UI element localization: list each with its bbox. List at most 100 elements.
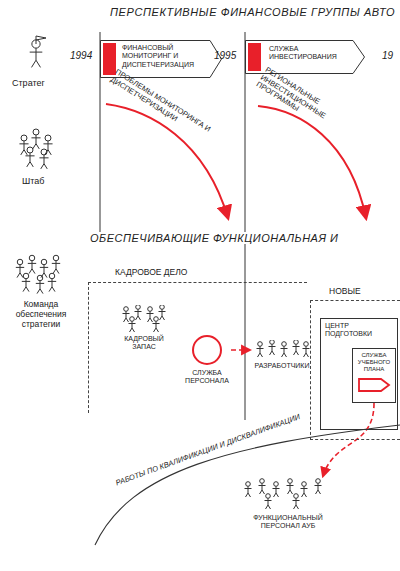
- person-body: [48, 279, 56, 292]
- people-icon: [238, 478, 338, 512]
- person-body: [147, 311, 154, 322]
- person-head: [23, 273, 29, 279]
- node-text: СЛУЖБА ИНВЕСТИРОВАНИЯ: [269, 45, 351, 62]
- person-body: [257, 346, 264, 357]
- person-head: [148, 307, 153, 312]
- section-heading: ОБЕСПЕЧИВАЮЩИЕ ФУНКЦИОНАЛЬНАЯ И: [88, 232, 340, 244]
- node-text: ФИНАНСОВЫЙ МОНИТОРИНГ И ДИСПЕТЧЕРИЗАЦИЯ: [122, 44, 208, 69]
- service-circle: СЛУЖБА ПЕРСОНАЛА: [183, 333, 231, 385]
- person-head: [45, 135, 51, 141]
- dashed-region: НОВЫЕЦЕНТР ПОДГОТОВКИСЛУЖБА УЧЕБНОГО ПЛА…: [310, 300, 400, 440]
- trend-label: ПРОБЛЕМЫ МОНИТОРИНГА И ДИСПЕТЧЕРИЗАЦИИ: [109, 68, 224, 149]
- role-label: Штаб: [22, 176, 44, 186]
- plan-arrow-outline: [359, 379, 389, 391]
- person-head: [246, 482, 251, 487]
- curve-label: РАБОТЫ ПО КВАЛИФИКАЦИИ И ДИСКВАЛИФИКАЦИИ: [113, 412, 302, 488]
- person-body: [25, 153, 34, 167]
- node-text: КАДРОВЫЙ ЗАПАС: [118, 335, 170, 351]
- person-head: [33, 129, 39, 135]
- dashed-region: КАДРОВОЕ ДЕЛОКАДРОВЫЙ ЗАПАССЛУЖБА ПЕРСОН…: [88, 282, 307, 413]
- trend-arrow: [106, 104, 228, 218]
- person-head: [27, 147, 33, 153]
- person-head: [53, 255, 59, 261]
- person-body: [22, 279, 30, 292]
- person-head: [29, 255, 35, 261]
- person-body: [293, 344, 300, 355]
- person-head: [282, 342, 287, 347]
- person-head: [17, 259, 23, 265]
- person-body: [39, 155, 48, 169]
- person-body: [287, 483, 294, 494]
- person-body: [30, 48, 43, 67]
- person-body: [303, 346, 310, 357]
- person-head: [124, 307, 129, 312]
- person-head: [316, 479, 321, 484]
- person-body: [315, 483, 322, 494]
- year-divider: [245, 32, 246, 420]
- person-head: [37, 275, 43, 281]
- node-text: НОВЫЕ: [329, 286, 400, 296]
- people-group: РАЗРАБОТЧИКИ: [252, 340, 312, 369]
- person-body: [293, 498, 300, 509]
- person-head: [294, 340, 299, 344]
- person-head: [136, 305, 141, 309]
- person-head: [304, 342, 309, 347]
- person-body: [123, 311, 130, 322]
- pentagon-outline: [246, 41, 365, 74]
- person-head: [258, 342, 263, 347]
- person-head: [130, 317, 135, 322]
- flag: [36, 36, 46, 44]
- diagram-title: ПЕРСПЕКТИВНЫЕ ФИНАНСОВЫЕ ГРУППЫ АВТО: [110, 6, 395, 18]
- dashed-connector: [231, 349, 250, 351]
- node-text: ЦЕНТР ПОДГОТОВКИ: [325, 322, 393, 338]
- plan-arrow: [357, 377, 391, 393]
- node-text: СЛУЖБА ПЕРСОНАЛА: [183, 369, 231, 385]
- person-head: [288, 479, 293, 484]
- people-group: ФУНКЦИОНАЛЬНЫЙ ПЕРСОНАЛ АУБ: [238, 478, 338, 530]
- person-head: [41, 149, 47, 155]
- person-body: [36, 281, 44, 294]
- year-label: 1994: [70, 50, 92, 61]
- node-text: КАДРОВОЕ ДЕЛО: [115, 267, 333, 277]
- person-body: [52, 261, 60, 274]
- person-body: [281, 346, 288, 357]
- person-head: [154, 317, 159, 322]
- person-body: [43, 141, 52, 155]
- person-body: [301, 486, 308, 497]
- red-stripe: [103, 43, 116, 75]
- red-stripe: [248, 43, 261, 71]
- plan-service-box: СЛУЖБА УЧЕБНОГО ПЛАНА: [352, 348, 396, 403]
- person-body: [135, 309, 142, 320]
- person-head: [270, 340, 275, 344]
- people-group: КАДРОВЫЙ ЗАПАС: [118, 305, 170, 351]
- trend-label: РЕГИОНАЛЬНЫЕ ИНВЕСТИЦИОННЫЕ ПРОГРАММЫ: [254, 66, 365, 149]
- person-head: [302, 482, 307, 487]
- person-head: [274, 482, 279, 487]
- person-body: [159, 309, 166, 320]
- people-icons: [16, 36, 60, 294]
- person-body: [129, 321, 136, 332]
- trend-arrow: [258, 106, 366, 218]
- circle-outline: [193, 336, 221, 364]
- person-body: [245, 486, 252, 497]
- role-label: Команда обеспечения стратегии: [4, 300, 78, 329]
- person-head: [41, 259, 47, 265]
- qualification-curve: [95, 425, 400, 545]
- person-body: [259, 483, 266, 494]
- person-head: [260, 479, 265, 484]
- year-label: 1995: [214, 50, 236, 61]
- person-body: [28, 261, 36, 274]
- role-label: Стратег: [12, 78, 45, 88]
- person-head: [294, 494, 299, 499]
- node-text: РАЗРАБОТЧИКИ: [252, 362, 312, 369]
- node-text: ФУНКЦИОНАЛЬНЫЙ ПЕРСОНАЛ АУБ: [238, 514, 338, 530]
- person-body: [31, 135, 40, 149]
- people-icon: [252, 340, 312, 360]
- person-head: [160, 305, 165, 309]
- person-body: [269, 344, 276, 355]
- person-body: [273, 486, 280, 497]
- person-body: [153, 321, 160, 332]
